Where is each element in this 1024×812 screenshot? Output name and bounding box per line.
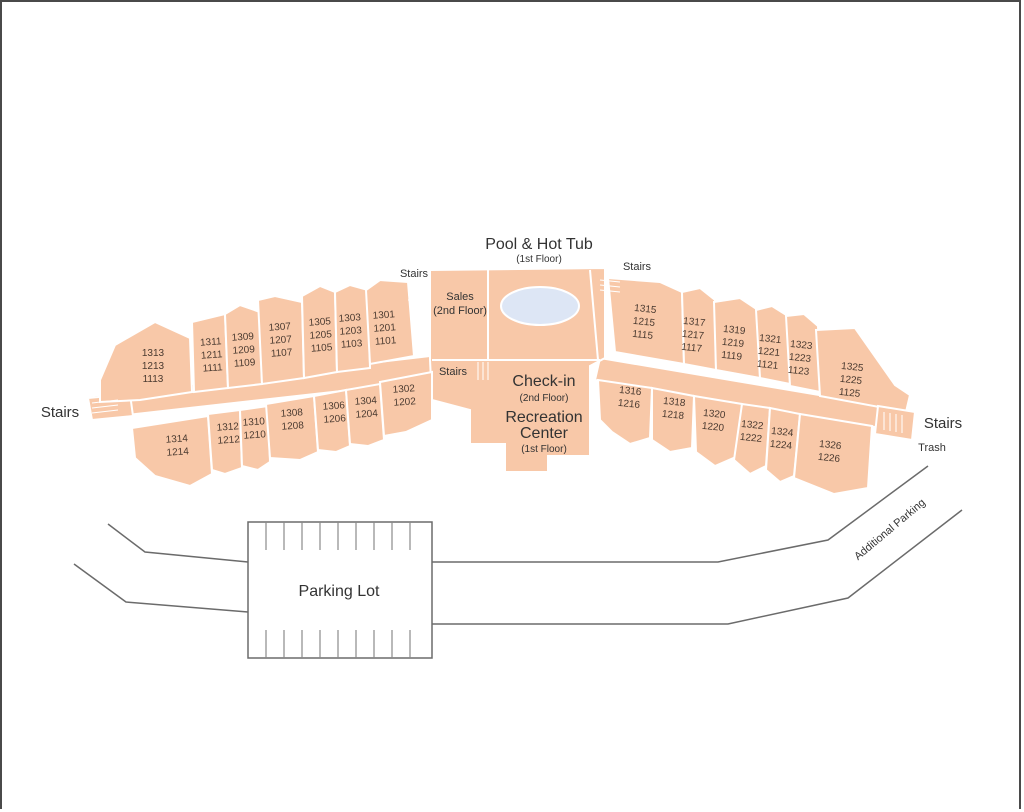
unit-label-1311[interactable]: 131112111111 <box>200 336 224 374</box>
unit-label-1326[interactable]: 13261226 <box>817 439 842 465</box>
unit-label-1314[interactable]: 13141214 <box>165 433 189 459</box>
unit-label-1302[interactable]: 13021202 <box>392 383 416 409</box>
unit-label-1310[interactable]: 13101210 <box>242 416 266 442</box>
unit-1320-block <box>692 394 744 468</box>
unit-label-1322[interactable]: 13221222 <box>739 419 764 445</box>
unit-label-1321[interactable]: 132112211121 <box>756 333 782 372</box>
unit-label-1305[interactable]: 130512051105 <box>308 316 333 354</box>
stairs-label-right: Stairs <box>924 415 962 432</box>
pool-label: Pool & Hot Tub <box>485 236 593 253</box>
unit-label-1325[interactable]: 132512251125 <box>838 361 864 400</box>
recreation-label-2: Center <box>520 425 569 442</box>
unit-label-1323[interactable]: 132312231123 <box>787 339 813 378</box>
unit-1301-block <box>364 278 416 366</box>
unit-label-1312[interactable]: 13121212 <box>216 421 240 447</box>
unit-1302-block <box>378 370 433 438</box>
roads <box>73 465 963 659</box>
stairs-label-top-right: Stairs <box>623 261 652 273</box>
parking-stalls-bottom <box>265 630 411 658</box>
unit-1308-block <box>264 394 320 462</box>
recreation-floor-label: (1st Floor) <box>521 444 567 455</box>
recreation-label-1: Recreation <box>505 409 582 426</box>
unit-label-1320[interactable]: 13201220 <box>701 408 726 434</box>
unit-1312-block <box>206 408 244 476</box>
trash-label: Trash <box>918 442 946 454</box>
checkin-floor-label: (2nd Floor) <box>520 393 569 404</box>
stairs-label-center: Stairs <box>439 366 468 378</box>
stairs-label-top-left: Stairs <box>400 268 429 280</box>
unit-1326-block <box>792 412 874 496</box>
unit-label-1324[interactable]: 13241224 <box>769 426 794 452</box>
unit-1318-block <box>651 386 696 454</box>
parking-lot-label: Parking Lot <box>299 583 380 600</box>
unit-label-1301[interactable]: 130112011101 <box>372 309 397 347</box>
unit-1325-block <box>814 326 912 414</box>
unit-label-1303[interactable]: 130312031103 <box>338 312 363 350</box>
unit-label-1316[interactable]: 13161216 <box>617 385 642 411</box>
unit-label-1318[interactable]: 13181218 <box>661 396 686 422</box>
unit-1304-block <box>344 382 386 448</box>
stairs-label-left: Stairs <box>41 404 79 421</box>
parking-lot-outline <box>247 521 433 659</box>
unit-1310-block <box>238 404 272 472</box>
unit-1306-block <box>312 388 352 454</box>
sales-floor-label: (2nd Floor) <box>433 305 487 317</box>
unit-label-1309[interactable]: 130912091109 <box>231 331 256 369</box>
checkin-label: Check-in <box>512 373 575 390</box>
unit-1322-block <box>732 402 772 476</box>
unit-label-1308[interactable]: 13081208 <box>280 407 304 433</box>
unit-label-1304[interactable]: 13041204 <box>354 395 378 421</box>
unit-label-1317[interactable]: 131712171117 <box>680 316 707 355</box>
sales-label: Sales <box>446 291 474 303</box>
unit-label-1306[interactable]: 13061206 <box>322 400 346 426</box>
unit-label-1307[interactable]: 130712071107 <box>268 321 293 359</box>
unit-label-1319[interactable]: 131912191119 <box>720 324 747 363</box>
building <box>86 266 917 496</box>
stairs-hatching <box>91 279 903 433</box>
unit-1324-block <box>764 406 802 484</box>
additional-parking-label: Additional Parking <box>852 497 928 563</box>
parking-stalls-top <box>265 522 411 550</box>
pool-floor-label: (1st Floor) <box>516 254 562 265</box>
right-stairs-pad <box>873 404 917 442</box>
pool-shape <box>500 286 580 326</box>
unit-label-1315[interactable]: 131512151115 <box>631 303 658 342</box>
